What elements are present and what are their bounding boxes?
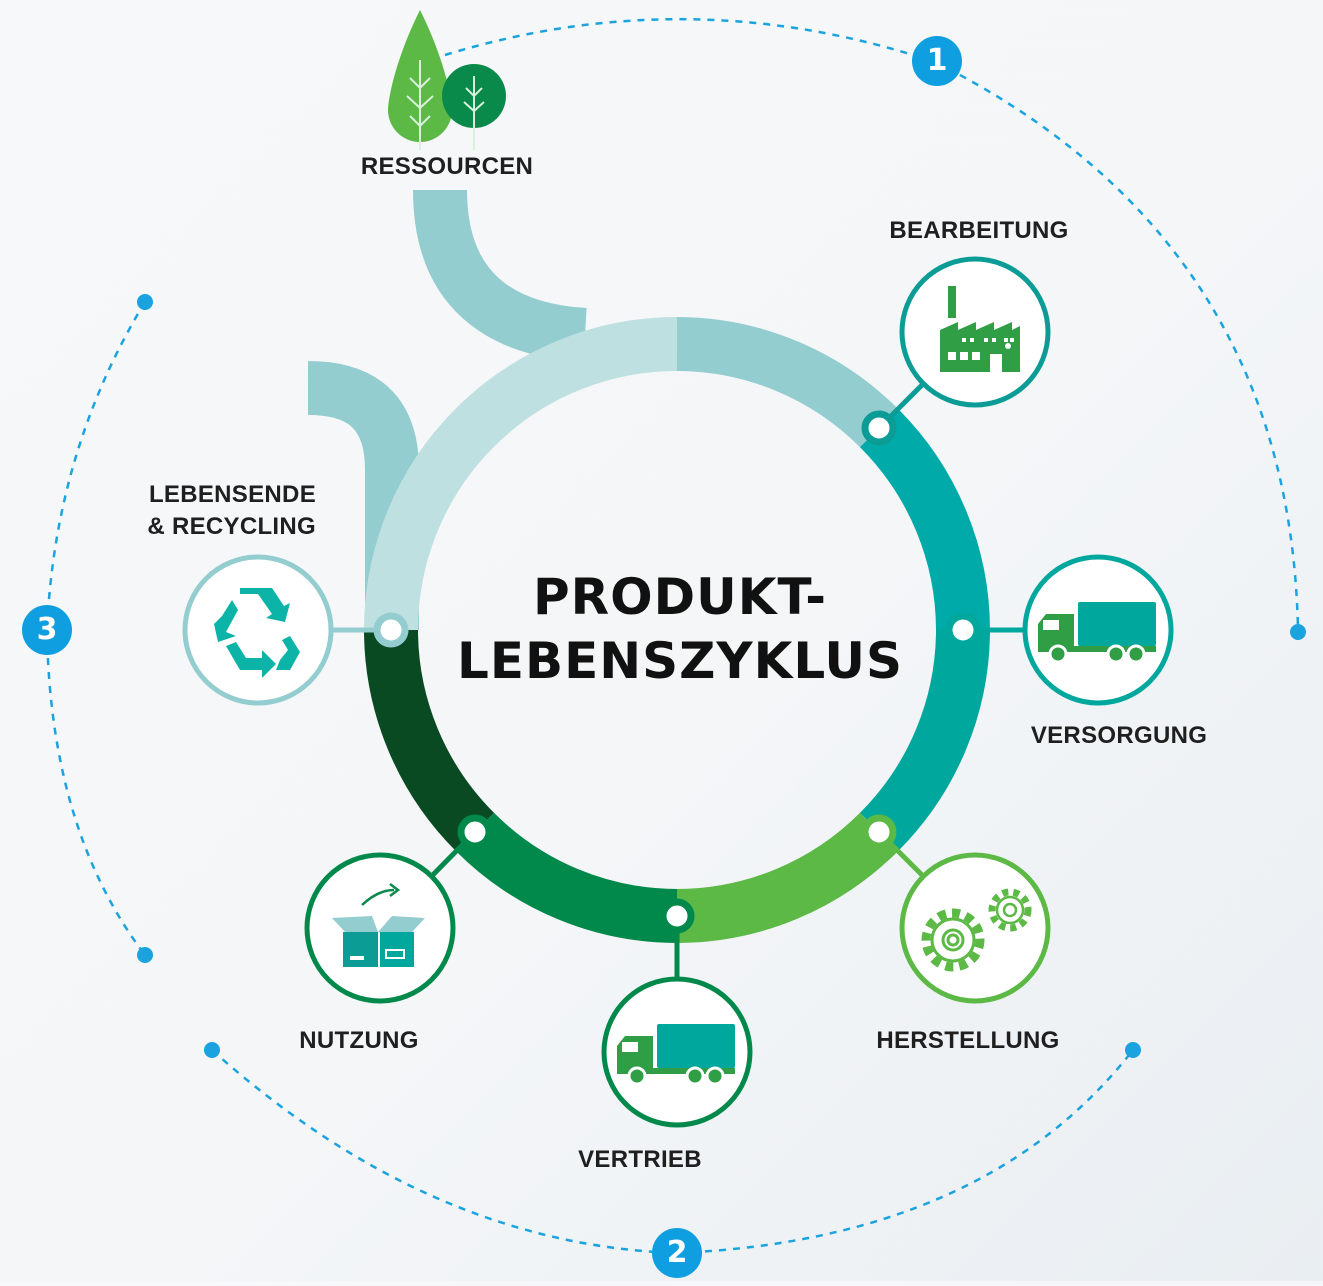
herstellung-label: HERSTELLUNG	[876, 1027, 1060, 1054]
lebensende-label: LEBENSENDE & RECYCLING	[120, 478, 316, 544]
ring-segment-light-green	[676, 812, 899, 943]
recycle-icon	[214, 588, 300, 678]
ring-segment-teal-light	[676, 317, 899, 448]
diagram-title: PRODUKT- LEBENSZYKLUS	[457, 565, 903, 693]
truck-icon	[1038, 602, 1156, 664]
vertrieb-label: VERTRIEB	[578, 1146, 702, 1173]
ring-node-nutzung	[457, 814, 493, 850]
ring-segment-teal	[859, 408, 990, 631]
phase-endpoint-dot	[1290, 624, 1306, 640]
phase-2-arc-left	[211, 1049, 678, 1255]
resource-input-stream	[413, 189, 588, 362]
ressourcen-label: RESSOURCEN	[360, 153, 534, 180]
open-box-icon	[332, 883, 425, 967]
versorgung-label: VERSORGUNG	[1030, 722, 1208, 749]
phase-badge-1: 1	[912, 36, 962, 86]
nutzung-icon-circle	[304, 852, 456, 1004]
phase-badge-2: 2	[652, 1228, 702, 1278]
phase-3-arc-upper	[45, 301, 147, 631]
ring-node-herstellung	[861, 814, 897, 850]
gears-icon	[921, 888, 1032, 972]
phase-endpoint-dot	[137, 947, 153, 963]
ring-node-bearbeitung	[861, 410, 897, 446]
phase-endpoint-dot	[204, 1042, 220, 1058]
recycling-return-stream	[307, 361, 419, 630]
phase-badge-3: 3	[22, 605, 72, 655]
phase-2-arc-right	[676, 1049, 1134, 1255]
lebensende-icon-circle	[182, 554, 334, 706]
ring-segment-green	[455, 812, 678, 943]
title-line-2: LEBENSZYKLUS	[456, 632, 904, 690]
nutzung-label: NUTZUNG	[299, 1027, 419, 1054]
ring-segment-dark-green	[364, 629, 495, 852]
bearbeitung-label: BEARBEITUNG	[889, 217, 1069, 244]
ring-node-versorgung	[945, 612, 981, 648]
lebensende-label-line1: LEBENSENDE	[148, 481, 316, 508]
title-line-1: PRODUKT-	[532, 568, 828, 626]
ring-segment-light	[364, 317, 678, 631]
phase-1-arc	[444, 17, 936, 64]
truck-icon-vertrieb	[617, 1024, 735, 1086]
factory-icon	[940, 286, 1020, 372]
trees-icon	[388, 10, 506, 150]
ring-segment-teal-2	[859, 629, 990, 852]
ring-node-lebensende	[373, 612, 409, 648]
phase-3-arc-lower	[45, 629, 146, 956]
lebensende-label-line2: & RECYCLING	[147, 513, 316, 540]
phase-endpoint-dot	[1125, 1042, 1141, 1058]
phase-1-arc-lower	[934, 60, 1300, 631]
phase-endpoint-dot	[137, 294, 153, 310]
ring-node-vertrieb	[659, 898, 695, 934]
